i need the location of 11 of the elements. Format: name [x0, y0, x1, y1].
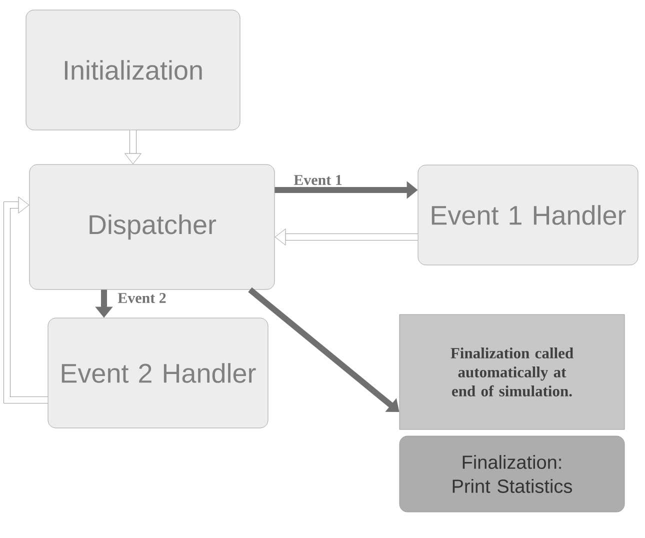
edge-label: Event 1 — [292, 174, 344, 186]
process-box: Finalization: Print Statistics — [399, 436, 625, 512]
edge-label: Event 2 — [116, 292, 168, 304]
process-box: Dispatcher — [29, 164, 275, 290]
arrow — [4, 196, 48, 404]
process-box: Initialization — [26, 10, 240, 130]
arrow — [124, 130, 142, 164]
process-box: Event 1 Handler — [418, 164, 638, 266]
arrow — [274, 228, 418, 246]
note-box: Finalization called automatically at end of simulation. — [399, 314, 625, 430]
process-box: Event 2 Handler — [48, 318, 268, 428]
